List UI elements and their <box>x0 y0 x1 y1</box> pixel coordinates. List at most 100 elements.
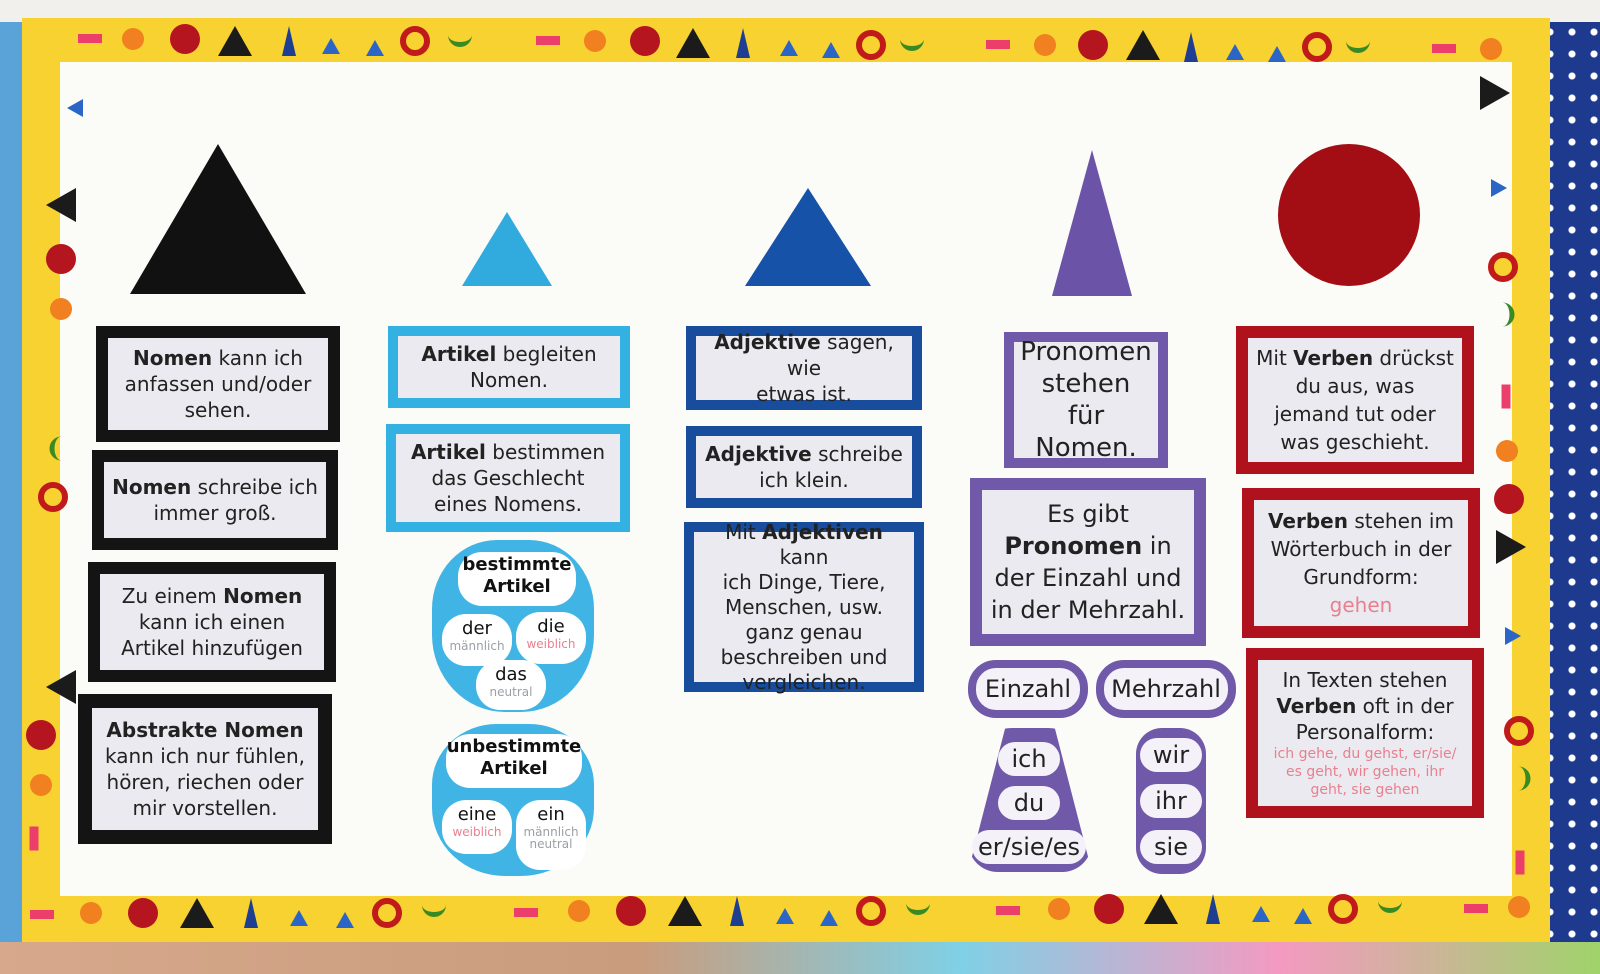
deco-triangle <box>366 40 384 56</box>
pronoun-purple-triangle-symbol <box>1052 150 1132 296</box>
deco-dot <box>1496 440 1518 462</box>
deco-triangle <box>46 188 76 222</box>
deco-triangle <box>1126 30 1160 60</box>
deco-circle <box>1094 894 1124 924</box>
deco-triangle <box>676 28 710 58</box>
pronoun-er-sie-es: er/sie/es <box>972 830 1086 864</box>
pronoun-ich: ich <box>998 742 1060 776</box>
adjective-card-1: Adjektive sagen, wie etwas ist. <box>686 326 922 410</box>
deco-moon <box>1378 896 1402 913</box>
deco-triangle <box>244 898 258 928</box>
deco-ring <box>1504 716 1534 746</box>
deco-circle <box>1078 30 1108 60</box>
deco-triangle <box>668 896 702 926</box>
article-die: die weiblich <box>516 612 586 664</box>
article-das: das neutral <box>476 660 546 710</box>
deco-bar <box>996 906 1020 915</box>
deco-bar <box>1501 384 1511 409</box>
noun-card-2: Nomen schreibe ich immer groß. <box>92 450 338 550</box>
pronoun-card-1: Pronomen stehen für Nomen. <box>1004 332 1168 468</box>
article-card-2: Artikel bestimmen das Geschlecht eines N… <box>386 424 630 532</box>
deco-dot <box>122 28 144 50</box>
deco-triangle <box>1268 46 1286 62</box>
deco-moon <box>49 436 67 461</box>
deco-ring <box>1488 252 1518 282</box>
noun-card-3: Zu einem Nomen kann ich einen Artikel hi… <box>88 562 336 682</box>
adjective-card-2: Adjektive schreibe ich klein. <box>686 426 922 508</box>
deco-circle <box>1494 484 1524 514</box>
deco-circle <box>630 26 660 56</box>
deco-ring <box>856 896 886 926</box>
deco-triangle <box>1480 76 1510 110</box>
deco-triangle <box>322 38 340 54</box>
deco-bar <box>536 36 560 45</box>
deco-triangle <box>290 910 308 926</box>
deco-triangle <box>820 910 838 926</box>
deco-dot <box>1480 38 1502 60</box>
deco-ring <box>400 26 430 56</box>
deco-ring <box>1328 894 1358 924</box>
pronoun-ihr: ihr <box>1140 784 1202 818</box>
pronoun-card-2: Es gibt Pronomen in der Einzahl und in d… <box>970 478 1206 646</box>
deco-dot <box>30 774 52 796</box>
deco-ring <box>38 482 68 512</box>
deco-dot <box>1508 896 1530 918</box>
deco-bar <box>1464 904 1488 913</box>
deco-ring <box>856 30 886 60</box>
deco-moon <box>906 898 930 915</box>
article-der: der männlich <box>442 614 512 666</box>
deco-triangle <box>780 40 798 56</box>
deco-triangle <box>67 99 83 117</box>
deco-bar <box>29 826 39 851</box>
deco-bar <box>1432 44 1456 53</box>
deco-circle <box>170 24 200 54</box>
deco-triangle <box>822 42 840 58</box>
deco-triangle <box>1206 894 1220 924</box>
indefinite-articles-title: unbestimmte Artikel <box>446 734 582 788</box>
deco-triangle <box>776 908 794 924</box>
deco-bar <box>514 908 538 917</box>
deco-triangle <box>180 898 214 928</box>
verb-card-3: In Texten stehen Verben oft in der Perso… <box>1246 648 1484 818</box>
article-light-blue-triangle-symbol <box>462 212 552 286</box>
deco-bar <box>30 910 54 919</box>
adjective-blue-triangle-symbol <box>745 188 871 286</box>
deco-triangle <box>1226 44 1244 60</box>
deco-dot <box>568 900 590 922</box>
deco-dot <box>50 298 72 320</box>
deco-triangle <box>282 26 296 56</box>
verb-card-1: Mit Verben drückst du aus, was jemand tu… <box>1236 326 1474 474</box>
adjective-card-3: Mit Adjektiven kann ich Dinge, Tiere, Me… <box>684 520 924 694</box>
definite-articles-title: bestimmte Artikel <box>458 552 576 606</box>
deco-moon <box>448 30 472 47</box>
article-ein: ein männlich neutral <box>516 800 586 870</box>
deco-moon <box>1346 36 1370 53</box>
deco-triangle <box>46 670 76 704</box>
deco-circle <box>46 244 76 274</box>
article-card-1: Artikel begleiten Nomen. <box>388 326 630 408</box>
deco-triangle <box>218 26 252 56</box>
deco-dot <box>1048 898 1070 920</box>
deco-triangle <box>1144 894 1178 924</box>
deco-bar <box>1515 850 1525 875</box>
deco-dot <box>1034 34 1056 56</box>
right-star-border <box>1540 22 1600 942</box>
noun-card-4: Abstrakte Nomen kann ich nur fühlen, hör… <box>78 694 332 844</box>
verb-card-2: Verben stehen im Wörterbuch in der Grund… <box>1242 488 1480 638</box>
deco-circle <box>26 720 56 750</box>
deco-moon <box>900 34 924 51</box>
deco-bar <box>78 34 102 43</box>
noun-black-triangle-symbol <box>130 144 306 294</box>
deco-circle <box>616 896 646 926</box>
plural-label: Mehrzahl <box>1096 660 1236 718</box>
deco-triangle <box>1505 627 1521 645</box>
deco-ring <box>372 898 402 928</box>
pronoun-wir: wir <box>1140 738 1202 772</box>
deco-circle <box>128 898 158 928</box>
deco-triangle <box>1252 906 1270 922</box>
deco-triangle <box>336 912 354 928</box>
bottom-border-strip <box>0 942 1600 974</box>
deco-triangle <box>1491 179 1507 197</box>
article-eine: eine weiblich <box>442 800 512 854</box>
pronoun-du: du <box>998 786 1060 820</box>
